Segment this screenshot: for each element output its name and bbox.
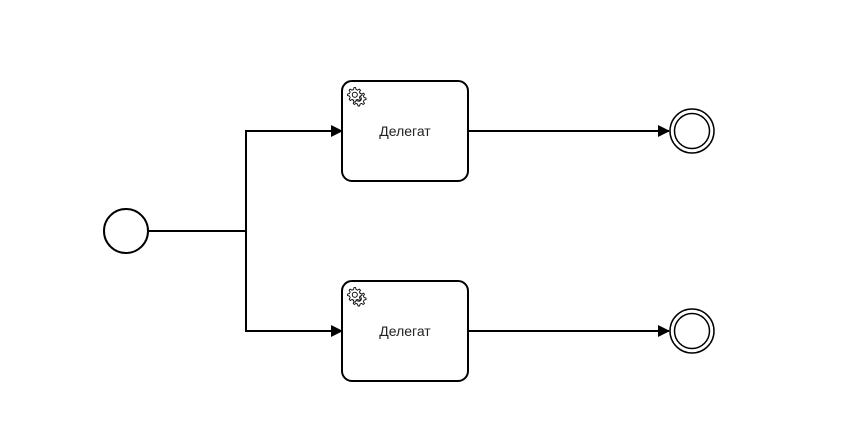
flow-to-task-2[interactable]: [245, 231, 343, 337]
end-event-1[interactable]: [669, 108, 715, 154]
task-2-label: Делегат: [379, 323, 431, 339]
task-1-label: Делегат: [379, 123, 431, 139]
end-event-2[interactable]: [669, 308, 715, 354]
service-task-1[interactable]: Делегат: [341, 80, 469, 182]
flow-to-task-1[interactable]: [245, 125, 343, 231]
service-task-2[interactable]: Делегат: [341, 280, 469, 382]
start-event[interactable]: [103, 208, 149, 254]
sequence-flows: [149, 125, 670, 337]
